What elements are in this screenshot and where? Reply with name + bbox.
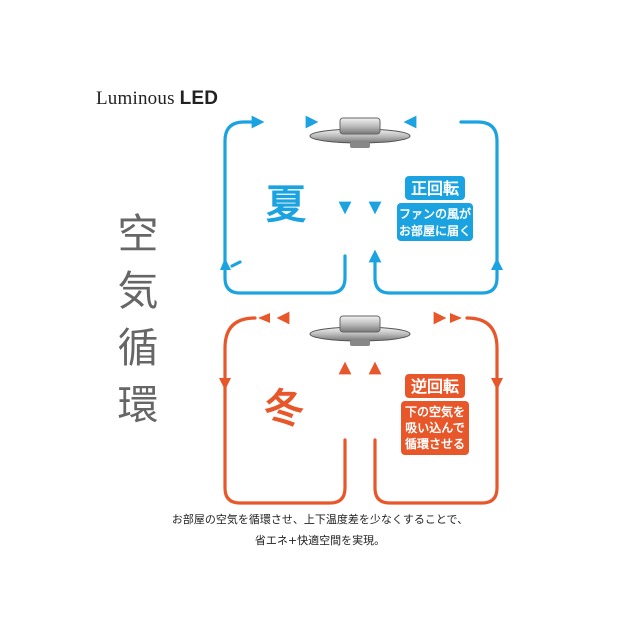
- summer-season-label: 夏: [266, 182, 307, 228]
- summer-mode-badge: 正回転 ファンの風が お部屋に届く: [397, 176, 473, 241]
- title-char: 循: [117, 324, 159, 372]
- summer-mode-label: 正回転: [411, 179, 459, 198]
- caption-line-2: 省エネ+快適空間を実現。: [254, 534, 386, 547]
- summer-right-up-arrowhead: [491, 258, 503, 270]
- caption-line-1: お部屋の空気を循環させ、上下温度差を少なくすることで、: [171, 513, 469, 526]
- summer-fan-icon: [309, 117, 411, 148]
- brand-name: Luminous: [96, 88, 175, 109]
- title-char: 環: [117, 381, 159, 429]
- vertical-title: 空 気 循 環: [108, 206, 168, 434]
- winter-left-top-arrowhead: [258, 313, 270, 323]
- summer-desc-line-1: ファンの風が: [399, 206, 471, 221]
- summer-top-left-arrow: [230, 260, 242, 268]
- winter-desc-line-1: 下の空気を: [405, 404, 465, 419]
- winter-left-down-arrowhead: [219, 378, 231, 390]
- summer-right-loop-arrow: [368, 120, 499, 295]
- winter-airflow: [223, 311, 499, 505]
- winter-left-loop-arrow: [223, 316, 347, 505]
- winter-desc-line-2: 吸い込んで: [405, 420, 464, 435]
- summer-left-loop-arrow: [223, 115, 347, 295]
- winter-right-top-arrowhead: [450, 313, 462, 323]
- winter-mode-badge: 逆回転 下の空気を 吸い込んで 循環させる: [401, 374, 469, 455]
- brand-suffix: LED: [179, 88, 219, 109]
- winter-right-down-arrowhead: [491, 378, 503, 390]
- winter-desc-line-3: 循環させる: [405, 436, 465, 451]
- winter-season-label: 冬: [264, 386, 304, 432]
- caption: お部屋の空気を循環させ、上下温度差を少なくすることで、 省エネ+快適空間を実現。: [0, 509, 640, 551]
- winter-mode-label: 逆回転: [411, 377, 459, 396]
- title-char: 空: [117, 210, 159, 258]
- summer-desc-line-2: お部屋に届く: [399, 223, 471, 238]
- brand-logo: Luminous LED: [96, 88, 218, 110]
- summer-left-up-arrowhead: [220, 258, 231, 270]
- winter-fan-icon: [309, 315, 411, 346]
- title-char: 気: [117, 267, 159, 315]
- summer-airflow: [223, 115, 499, 295]
- winter-right-loop-arrow: [373, 316, 499, 505]
